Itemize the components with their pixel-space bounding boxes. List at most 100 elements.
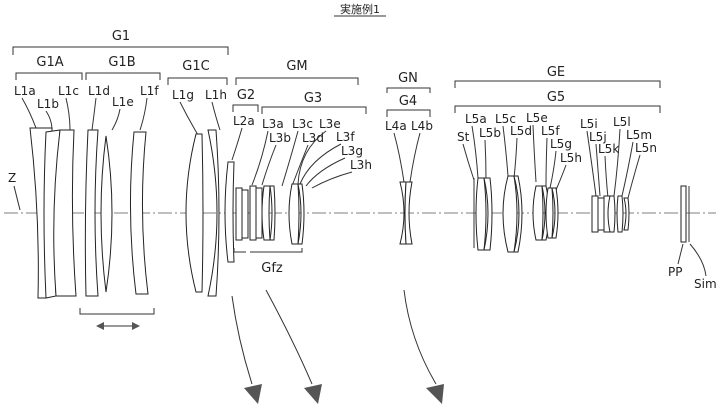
lens-l1g (185, 133, 204, 293)
lens-l1e (100, 135, 113, 293)
label-l3g: L3g (341, 144, 363, 158)
label-l3h: L3h (350, 158, 372, 172)
lens-l5j (597, 197, 605, 231)
group-label-g5: G5 (547, 90, 565, 105)
bracket-g1a (15, 72, 83, 80)
figure-title: 実施例1 (340, 2, 380, 16)
label-l3c: L3c (292, 117, 313, 131)
label-l1h: L1h (205, 88, 227, 102)
leader-lines (21, 97, 641, 199)
lens-l5g (545, 187, 554, 239)
lens-l3f (269, 185, 276, 241)
bracket-g1b (85, 72, 161, 80)
lens-l5m (616, 195, 624, 233)
group-label-g1: G1 (112, 29, 130, 44)
lens-l5n (623, 197, 630, 231)
label-l1f: L1f (140, 84, 159, 98)
group-label-g4: G4 (399, 94, 417, 109)
bracket-g4 (386, 109, 431, 117)
filter-plate-pp (680, 185, 687, 243)
lens-l3h (297, 183, 305, 245)
bracket-g1 (12, 46, 229, 55)
label-l1b: L1b (37, 97, 59, 111)
label-l3a: L3a (262, 117, 284, 131)
label-l1c: L1c (58, 84, 79, 98)
label-l5c: L5c (495, 112, 516, 126)
movement-arrowhead-g3 (304, 384, 322, 404)
lens-l5i (591, 195, 599, 233)
bracket-ge (454, 80, 661, 88)
label-pp: PP (668, 265, 682, 279)
movement-arrowhead-g2 (244, 384, 262, 404)
label-l5l: L5l (613, 115, 631, 129)
label-l5j: L5j (589, 130, 607, 144)
group-label-g1a: G1A (36, 55, 63, 70)
label-l3d: L3d (302, 131, 324, 145)
lens-l2a (224, 161, 235, 263)
bracket-gfz (233, 248, 303, 253)
bracket-g3 (261, 106, 367, 114)
lens-l5h (551, 187, 559, 239)
lens-l5a (475, 177, 487, 251)
lens-l5b (483, 177, 493, 251)
group-label-g2: G2 (237, 88, 255, 103)
movement-arrowhead-g4 (426, 384, 444, 404)
lens-l3c (249, 185, 257, 241)
label-l5i: L5i (580, 117, 598, 131)
axis-leader (13, 185, 21, 211)
group-label-ge: GE (547, 65, 565, 80)
lens-l3b (241, 189, 249, 239)
lens-l1d (84, 129, 99, 297)
movement-arrow-g3 (265, 289, 313, 385)
movement-arrow-g4 (403, 289, 437, 385)
label-l4a: L4a (385, 119, 407, 133)
group-label-gfz: Gfz (261, 261, 283, 276)
label-l4b: L4b (411, 119, 433, 133)
label-l5n: L5n (635, 141, 657, 155)
group-label-g1c: G1C (182, 59, 209, 74)
label-l1e: L1e (112, 95, 134, 109)
lens-l3a (235, 187, 243, 241)
lens-l3e (261, 185, 271, 241)
label-l5g: L5g (550, 137, 572, 151)
bracket-g5 (454, 105, 661, 113)
label-l5m: L5m (626, 128, 652, 142)
focus-arrow-right-head (132, 322, 140, 330)
movement-arrow-g2 (231, 295, 253, 385)
label-st: St (457, 130, 470, 144)
label-l5k: L5k (598, 142, 619, 156)
group-label-gn: GN (398, 71, 418, 86)
group-label-gm: GM (286, 59, 307, 74)
lens-l5c (502, 175, 518, 253)
bracket-focus-g1b (79, 308, 155, 315)
lens-l1c (53, 129, 77, 297)
label-l1a: L1a (14, 84, 36, 98)
label-l2a: L2a (233, 114, 255, 128)
leader-pp (677, 243, 684, 265)
lens-l1f (129, 131, 149, 295)
label-l1d: L1d (88, 84, 110, 98)
lens-l5d (513, 175, 523, 253)
label-l5h: L5h (560, 151, 582, 165)
label-l3e: L3e (319, 117, 341, 131)
lens-l5e (532, 185, 544, 241)
lens-l1h (207, 129, 220, 297)
label-l5d: L5d (510, 124, 532, 138)
bracket-gm (235, 77, 359, 85)
leader-sim (689, 243, 707, 277)
lens-l4b (404, 181, 413, 245)
group-label-g1b: G1B (108, 55, 135, 70)
axis-label-z: Z (8, 171, 16, 185)
lens-l3d (255, 187, 263, 239)
bracket-g2 (232, 104, 259, 112)
label-l3b: L3b (269, 131, 291, 145)
lens-l3g (288, 183, 300, 245)
label-l5e: L5e (526, 111, 548, 125)
label-l5a: L5a (465, 112, 487, 126)
lens-l5l (607, 195, 616, 233)
bracket-g1c (167, 77, 228, 85)
group-label-g3: G3 (304, 91, 322, 106)
label-l5f: L5f (541, 124, 560, 138)
